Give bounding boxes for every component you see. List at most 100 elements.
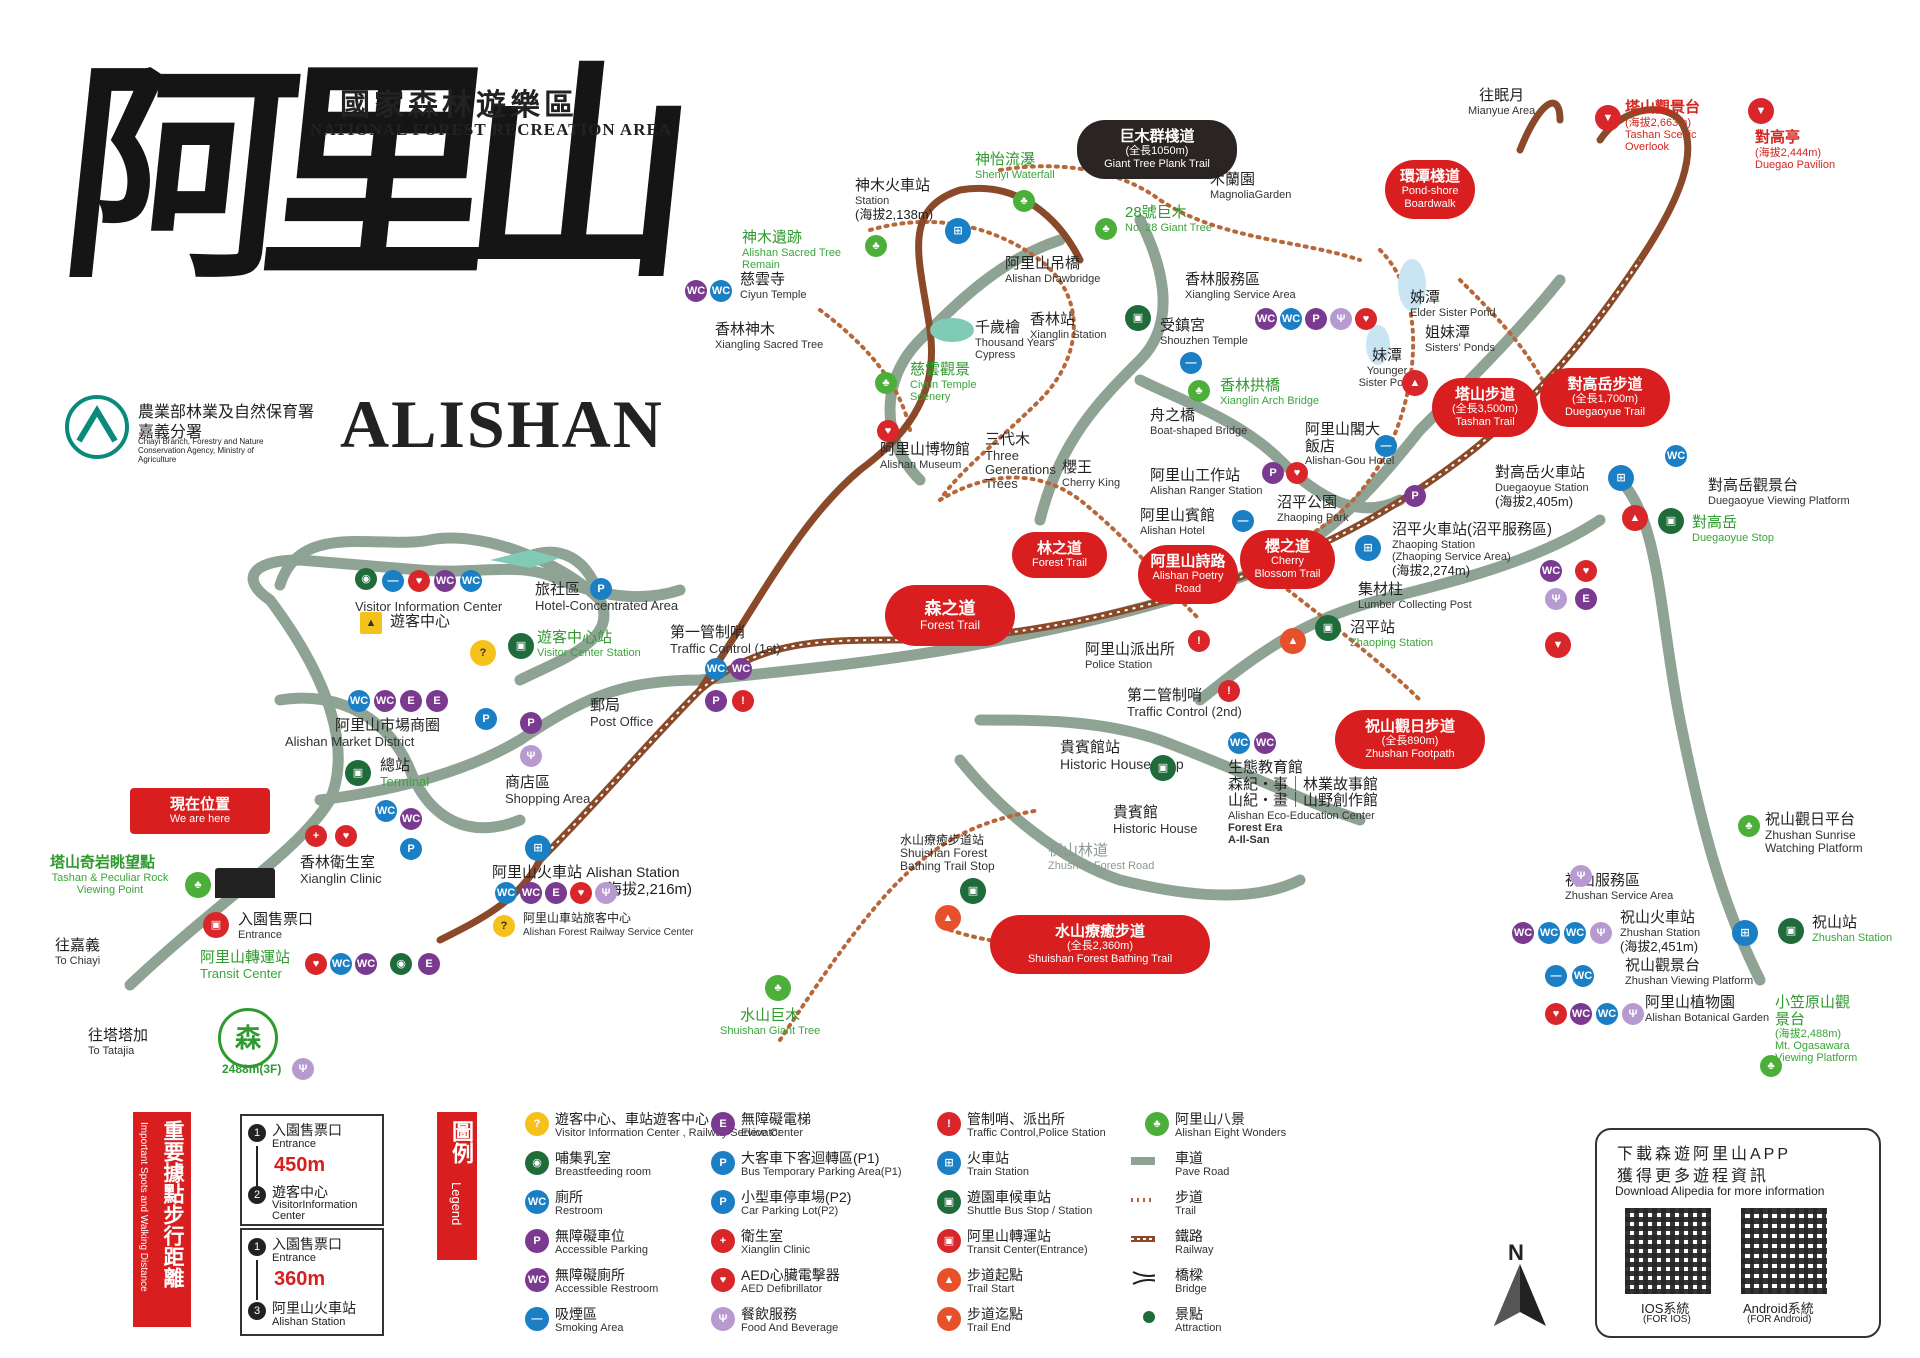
place-sacred-remain[interactable]: 神木遺跡 Alishan Sacred Tree Remain <box>742 229 852 271</box>
place-name-en: To Tatajia <box>88 1044 135 1057</box>
place-altitude: (海拔2,444m) <box>1755 146 1822 159</box>
place-to-chiayi[interactable]: 往嘉義 To Chiayi <box>55 937 100 967</box>
place-terminal[interactable]: 總站 Terminal <box>380 757 429 789</box>
zhushan-footpath-bubble[interactable]: 祝山觀日步道 (全長890m) Zhushan Footpath <box>1335 710 1485 769</box>
place-post[interactable]: 郵局 Post Office <box>590 697 653 729</box>
place-alishan-station[interactable]: 阿里山火車站 Alishan Station (海拔2,216m) <box>492 864 692 898</box>
place-traffic2[interactable]: 第二管制哨 Traffic Control (2nd) <box>1127 687 1242 719</box>
place-traffic1[interactable]: 第一管制哨 Traffic Control (1st) <box>670 624 781 656</box>
place-sisters-ponds[interactable]: 姐妹潭 Sisters' Ponds <box>1425 324 1495 354</box>
place-duigao-station[interactable]: 對高岳火車站 Duegaoyue Station (海拔2,405m) <box>1495 464 1589 510</box>
place-visitor-center[interactable]: Visitor Information Center 遊客中心 <box>355 599 502 631</box>
place-hotel-area[interactable]: 旅社區 Hotel-Concentrated Area <box>535 581 678 613</box>
place-to-tatajia[interactable]: 往塔塔加 To Tatajia <box>88 1027 148 1057</box>
place-name: 對高岳觀景台 <box>1708 477 1799 494</box>
place-mianyue[interactable]: 往眠月 Mianyue Area <box>1468 87 1535 117</box>
place-hotel-gou[interactable]: 阿里山閣大飯店 Alishan-Gou Hotel <box>1305 421 1394 467</box>
food-icon: Ψ <box>520 745 542 767</box>
forest-trail-big-bubble[interactable]: 森之道 Forest Trail <box>885 585 1015 647</box>
place-ciyun-temple[interactable]: 慈雲寺 Ciyun Temple <box>740 271 806 301</box>
place-cherry-king[interactable]: 櫻王 Cherry King <box>1062 459 1120 489</box>
place-shuishan-tree[interactable]: 水山巨木 Shuishan Giant Tree <box>720 1007 820 1037</box>
place-zhushan-road[interactable]: 祝山林道 Zhushan Forest Road <box>1048 842 1154 872</box>
place-transit[interactable]: 阿里山轉運站 Transit Center <box>200 949 290 981</box>
place-shouzhen[interactable]: 受鎮宮 Shouzhen Temple <box>1160 317 1248 347</box>
place-entrance[interactable]: 入園售票口 Entrance <box>238 911 313 941</box>
place-duigao-pavilion[interactable]: 對高亭 (海拔2,444m) Duegao Pavilion <box>1755 129 1835 171</box>
place-rail-service[interactable]: 阿里山車站旅客中心 Alishan Forest Railway Service… <box>523 910 694 937</box>
place-elder-pond[interactable]: 姊潭 Elder Sister Pond <box>1410 289 1496 319</box>
place-altitude: (海拔2,274m) <box>1392 562 1471 578</box>
place-tree28[interactable]: 28號巨木 No. 28 Giant Tree <box>1125 204 1212 234</box>
tashan-trail-bubble[interactable]: 塔山步道 (全長3,500m) Tashan Trail <box>1432 378 1538 437</box>
place-name-en: Station <box>855 194 890 207</box>
legend-label: 小型車停車場(P2) <box>741 1189 852 1205</box>
place-lumber-post[interactable]: 集材柱 Lumber Collecting Post <box>1358 581 1472 611</box>
android-qr-code[interactable] <box>1741 1208 1827 1294</box>
bubble-en: Shuishan Forest Bathing Trail <box>1027 952 1173 965</box>
place-ranger[interactable]: 阿里山工作站 Alishan Ranger Station <box>1150 467 1263 497</box>
forest-trail-bubble[interactable]: 林之道 Forest Trail <box>1012 532 1107 578</box>
cherry-trail-bubble[interactable]: 櫻之道 Cherry Blossom Trail <box>1240 530 1335 589</box>
place-police[interactable]: 阿里山派出所 Police Station <box>1085 641 1175 671</box>
tree-icon: ♣ <box>1013 190 1035 212</box>
legend-label-en: Trail <box>1175 1205 1196 1218</box>
place-younger-pond[interactable]: 妹潭 Younger Sister Pond <box>1352 347 1422 389</box>
legend-label-en: Shuttle Bus Stop / Station <box>967 1205 1093 1218</box>
place-tashan-rock[interactable]: 塔山奇岩眺望點 Tashan & Peculiar Rock Viewing P… <box>50 854 170 896</box>
place-museum[interactable]: 阿里山博物館 Alishan Museum <box>880 441 970 471</box>
place-market[interactable]: 阿里山市場商圈 Alishan Market District <box>285 717 441 749</box>
place-ciyun-scenery[interactable]: 慈雲觀景 Ciyun Temple Scenery <box>910 361 1000 403</box>
food-icon: Ψ <box>292 1058 314 1080</box>
place-vc-station[interactable]: 遊客中心站 Visitor Center Station <box>537 629 641 659</box>
place-bathing-stop[interactable]: 水山療癒步道站 Shuishan Forest Bathing Trail St… <box>900 833 1020 874</box>
place-duigao-stop[interactable]: 對高岳 Duegaoyue Stop <box>1692 514 1774 544</box>
legend-label-en: AED Defibrillator <box>741 1283 823 1296</box>
place-name: 對高岳火車站 <box>1495 464 1586 481</box>
place-name: 阿里山市場商圈 <box>335 717 441 734</box>
place-eco-center[interactable]: 生態教育館 森紀・事｜林業故事館 山紀・畫｜山野創作館 Alishan Eco-… <box>1228 759 1378 846</box>
place-three-gen[interactable]: 三代木 Three Generations Trees <box>985 431 1075 491</box>
place-magnolia[interactable]: 木蘭園 MagnoliaGarden <box>1210 171 1291 201</box>
place-zhaoping-station[interactable]: 沼平火車站(沼平服務區) Zhaoping Station (Zhaoping … <box>1392 521 1552 579</box>
place-duigao-view[interactable]: 對高岳觀景台 Duegaoyue Viewing Platform <box>1708 477 1850 507</box>
place-xiangling-service[interactable]: 香林服務區 Xiangling Service Area <box>1185 271 1296 301</box>
bubble-en: Tashan Trail <box>1455 415 1515 428</box>
place-shenmu-station[interactable]: 神木火車站 Station (海拔2,138m) <box>855 177 933 223</box>
place-name-en: Zhaoping Park <box>1277 511 1349 524</box>
legend-label: 哺集乳室 <box>555 1150 611 1166</box>
place-botanical[interactable]: 阿里山植物園 Alishan Botanical Garden <box>1645 994 1769 1024</box>
place-zhushan-view[interactable]: 祝山觀景台 Zhushan Viewing Platform <box>1625 957 1753 987</box>
place-ogasawara[interactable]: 小笠原山觀景台 (海拔2,488m) Mt. Ogasawara Viewing… <box>1775 994 1885 1064</box>
bubble-title: 塔山步道 <box>1454 386 1515 403</box>
bathing-trail-bubble[interactable]: 水山療癒步道 (全長2,360m) Shuishan Forest Bathin… <box>990 915 1210 974</box>
giant-tree-plank-bubble[interactable]: 巨木群棧道 (全長1050m) Giant Tree Plank Trail <box>1077 120 1237 179</box>
place-arch-bridge[interactable]: 香林拱橋 Xianglin Arch Bridge <box>1220 377 1319 407</box>
place-alishan-hotel[interactable]: 阿里山賓館 Alishan Hotel <box>1140 507 1215 537</box>
accessible-restroom-icon: WC <box>355 953 377 975</box>
place-tashan-overlook[interactable]: 塔山觀景台 (海拔2,663m) Tashan Scenic Overlook <box>1625 99 1715 153</box>
place-zhushan-stop[interactable]: 祝山站 Zhushan Station <box>1812 914 1892 944</box>
place-thousand-cypress[interactable]: 千歲檜 Thousand Years Cypress <box>975 319 1065 361</box>
bubble-en: Zhushan Footpath <box>1365 747 1455 760</box>
place-xianglin-station[interactable]: 香林站 Xianglin Station <box>1030 311 1106 341</box>
place-zhaoping-park[interactable]: 沼平公園 Zhaoping Park <box>1277 494 1349 524</box>
place-xianglin-sacred[interactable]: 香林神木 Xiangling Sacred Tree <box>715 321 823 351</box>
place-sunrise-platform[interactable]: 祝山觀日平台 Zhushan Sunrise Watching Platform <box>1765 811 1885 855</box>
place-historic-house[interactable]: 貴賓館 Historic House <box>1113 804 1198 836</box>
place-boat-bridge[interactable]: 舟之橋 Boat-shaped Bridge <box>1150 407 1247 437</box>
pond-boardwalk-bubble[interactable]: 環潭棧道 Pond-shore Boardwalk <box>1385 160 1475 219</box>
place-drawbridge[interactable]: 阿里山吊橋 Alishan Drawbridge <box>1005 255 1100 285</box>
duigao-trail-bubble[interactable]: 對高岳步道 (全長1,700m) Duegaoyue Trail <box>1540 368 1670 427</box>
place-zhushan-station[interactable]: 祝山火車站 Zhushan Station (海拔2,451m) <box>1620 909 1700 955</box>
place-shenyi-waterfall[interactable]: 神怡流瀑 Shenyi Waterfall <box>975 151 1055 181</box>
ios-qr-code[interactable] <box>1625 1208 1711 1294</box>
poetry-road-bubble[interactable]: 阿里山詩路 Alishan Poetry Road <box>1138 545 1238 604</box>
place-altitude: (海拔2,663m) <box>1625 116 1692 129</box>
place-clinic[interactable]: 香林衛生室 Xianglin Clinic <box>300 854 382 886</box>
place-zhaoping-stop[interactable]: 沼平站 Zhaoping Station <box>1350 619 1433 649</box>
transit-center-icon: ▣ <box>203 912 229 938</box>
place-shopping[interactable]: 商店區 Shopping Area <box>505 774 590 806</box>
